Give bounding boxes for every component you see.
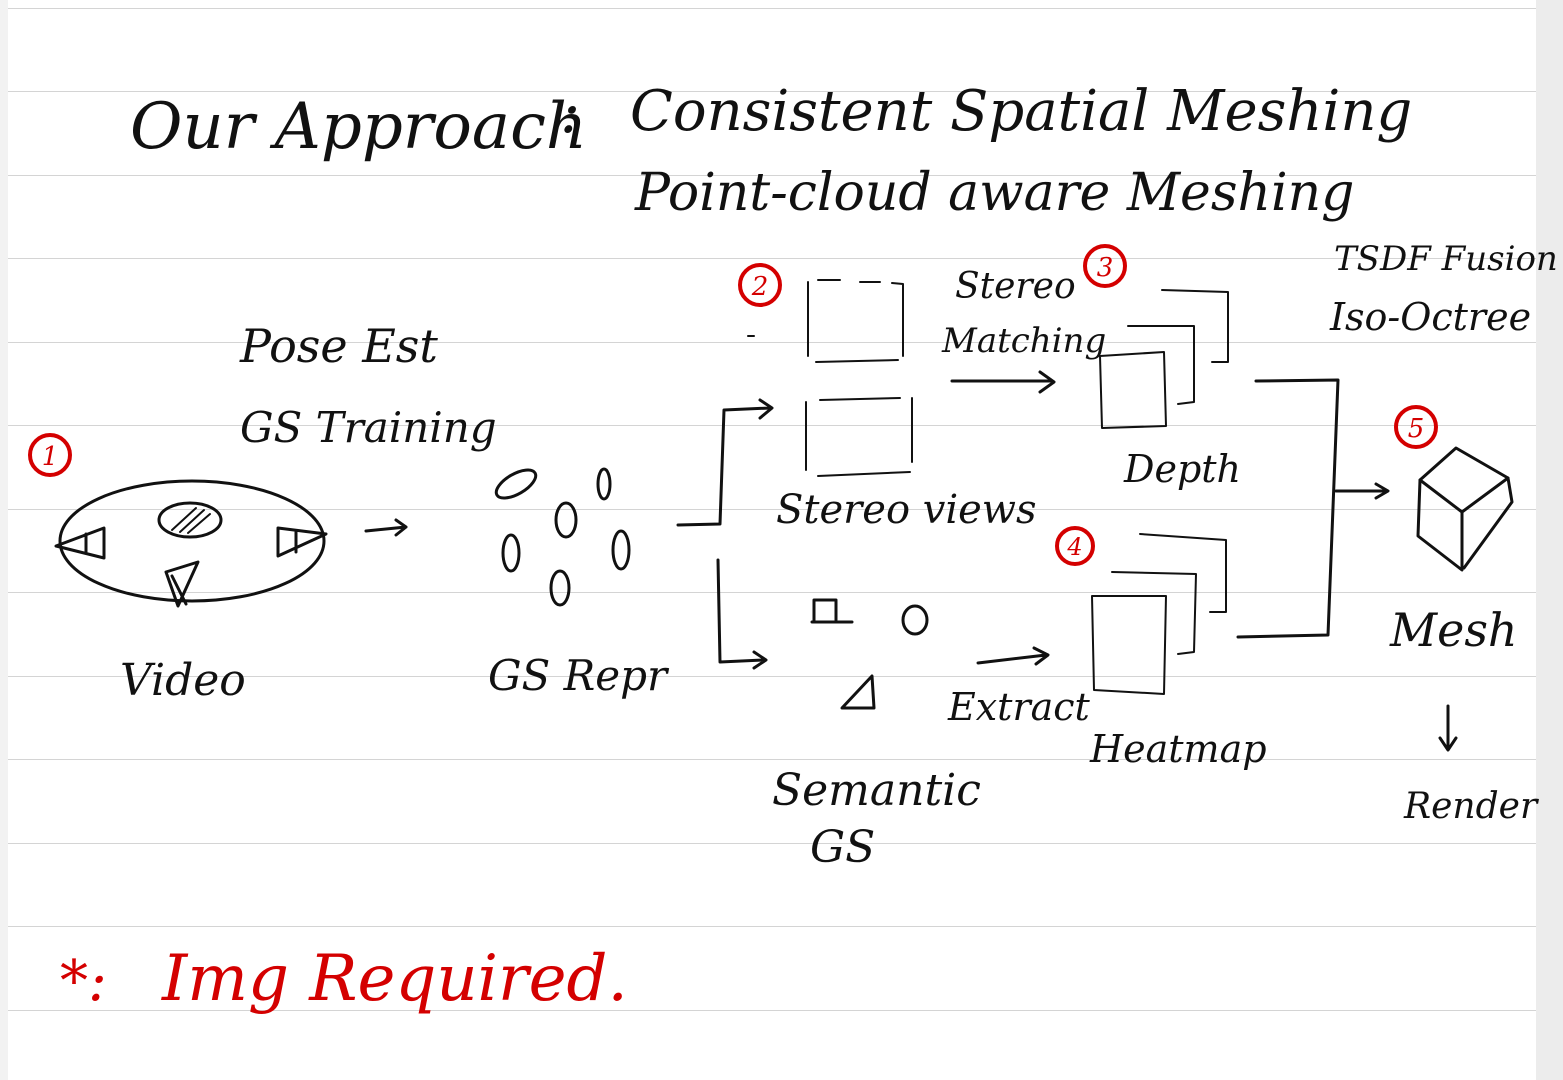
object-hatching [171,507,211,534]
branch-arrow-up [676,398,774,527]
label-stereo: Stereo [955,266,1076,307]
semantic-circle-shape [901,604,929,636]
label-gs: GS [810,822,875,873]
label-render: Render [1403,786,1539,827]
ruled-line [8,91,1536,92]
arrow-video-to-gs [364,518,408,537]
label-depth: Depth [1123,447,1241,491]
ruled-line [8,676,1536,677]
label-extract: Extract [947,685,1091,729]
label-pose-est: Pose Est [239,319,438,373]
title-line-2: Point-cloud aware Meshing [634,163,1354,223]
label-semantic: Semantic [772,765,981,816]
step-marker-1: 1 [28,433,72,477]
branch-arrow-down [716,558,768,670]
step-marker-3: 3 [1083,244,1127,288]
label-matching: Matching [941,321,1106,361]
gaussian-splats [494,467,631,607]
ruled-line [8,509,1536,510]
label-iso-octree: Iso-Octree [1329,295,1531,339]
ruled-line [8,926,1536,927]
stereo-frame-bottom [805,397,913,477]
mesh-cube-icon [1416,446,1514,572]
step-number: 3 [1097,253,1114,283]
ruled-line [8,843,1536,844]
step-marker-5: 5 [1394,405,1438,449]
arrow-stereo-to-depth [950,370,1056,394]
label-video: Video [120,655,246,706]
step-number: 4 [1066,533,1082,561]
label-gs-repr: GS Repr [488,651,670,700]
step-marker-4: 4 [1055,526,1095,566]
ruled-line [8,759,1536,760]
arrow-mesh-to-render [1438,704,1458,752]
notebook-page [8,0,1537,1080]
note-text: Img Required. [161,942,628,1016]
camera-icon [164,560,200,608]
ruled-line [8,342,1536,343]
step-number: 2 [751,272,769,302]
ruled-line [8,175,1536,176]
arrow-to-mesh [1334,482,1390,500]
ruled-line [8,592,1536,593]
depth-map-stack [1099,289,1229,429]
title-separator: : [560,77,580,147]
label-stereo-views: Stereo views [776,487,1037,533]
semantic-square-shape [810,598,854,624]
video-camera-ring [54,479,328,608]
ruled-line [8,8,1536,9]
label-tsdf-fusion: TSDF Fusion [1334,239,1558,279]
step-marker-2: 2 [738,263,782,307]
page-edge [1536,0,1563,1080]
semantic-triangle-shape [840,674,876,710]
label-gs-training: GS Training [240,403,497,452]
ruled-line [8,258,1536,259]
stereo-frame-top [807,279,904,363]
arrow-extract-to-heatmap [976,646,1050,666]
title-prefix: Our Approach [130,90,587,164]
heatmap-stack [1091,533,1227,695]
camera-icon [276,526,328,558]
label-heatmap: Heatmap [1089,727,1267,771]
note-marker: *: [60,949,107,1014]
step-number: 5 [1408,414,1425,444]
step-number: 1 [42,442,59,472]
merge-bracket [1236,378,1340,639]
title-line-1: Consistent Spatial Meshing [630,79,1412,144]
ruled-line [8,425,1536,426]
label-mesh: Mesh [1389,603,1518,657]
ruled-line [8,1010,1536,1011]
camera-icon [54,526,106,560]
